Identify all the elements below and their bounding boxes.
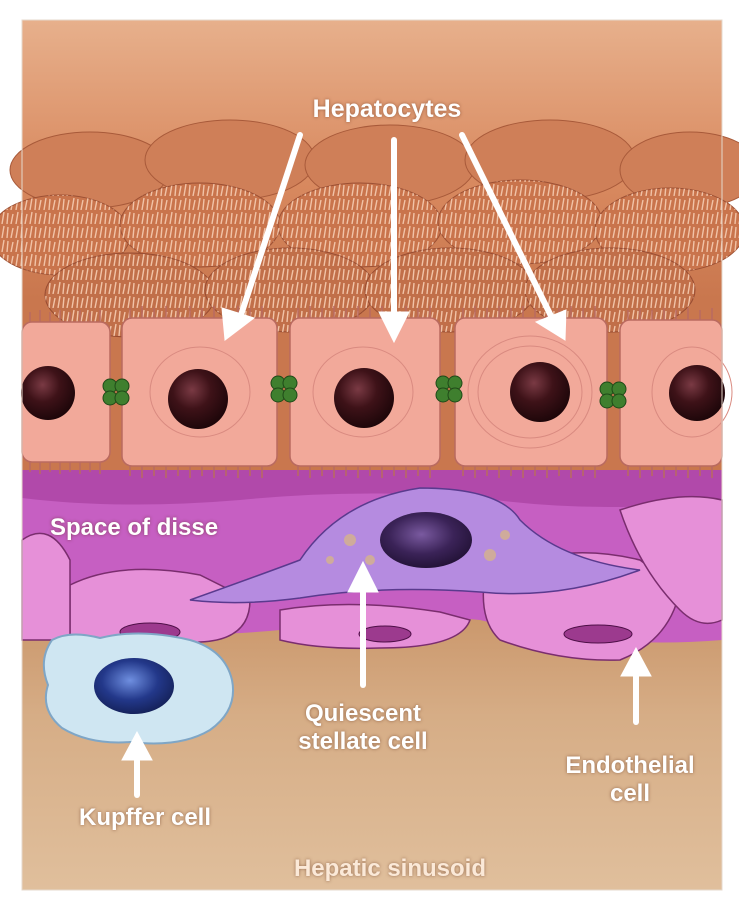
stellate-cell-nucleus xyxy=(380,512,472,568)
upper-hepatocyte-rows xyxy=(0,120,739,337)
label-endothelial-cell: Endothelial cell xyxy=(530,752,730,807)
kupffer-cell-nucleus xyxy=(94,658,174,714)
hepatocyte-plate xyxy=(21,306,732,478)
label-kupffer-cell: Kupffer cell xyxy=(40,804,250,832)
label-space-of-disse: Space of disse xyxy=(50,514,280,542)
label-quiescent-stellate-cell: Quiescent stellate cell xyxy=(268,700,458,755)
label-hepatic-sinusoid: Hepatic sinusoid xyxy=(250,855,530,883)
label-hepatocytes: Hepatocytes xyxy=(292,95,482,124)
kupffer-cell xyxy=(44,633,233,743)
